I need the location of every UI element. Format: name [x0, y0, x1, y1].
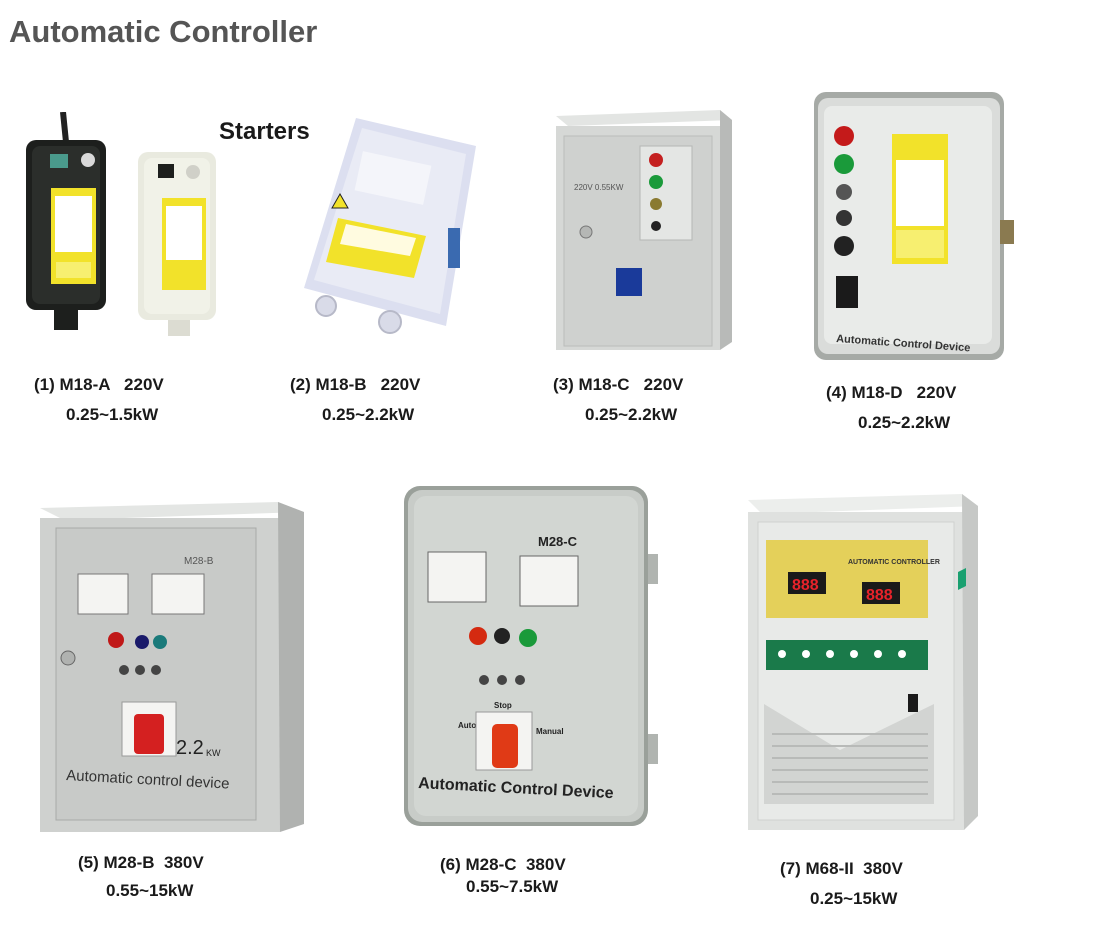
- caption-power: 0.25~1.5kW: [66, 405, 159, 424]
- caption-m18a: (1) M18-A 220V 0.25~1.5kW: [34, 374, 164, 426]
- caption-model: (7) M68-II 380V: [780, 859, 903, 878]
- caption-power: 0.25~2.2kW: [858, 413, 951, 432]
- product-image-m28c: M28-C Stop Auto Manual Automatic Control…: [404, 486, 658, 826]
- m28b-power: 2.2: [176, 737, 204, 759]
- caption-model: (4) M18-D 220V: [826, 383, 957, 402]
- caption-model: (5) M28-B 380V: [78, 853, 204, 872]
- product-image-m18a: [26, 112, 216, 336]
- caption-power: 0.25~15kW: [810, 889, 898, 908]
- product-image-m18d: Automatic Control Device: [814, 92, 1014, 360]
- m28c-switch-auto: Auto: [458, 721, 476, 730]
- caption-model: (2) M18-B 220V: [290, 375, 421, 394]
- product-image-m28b: M28-B 2.2 KW Automatic control device: [40, 502, 304, 832]
- m18c-rating: 220V 0.55KW: [574, 183, 624, 192]
- product-image-m18b: [304, 118, 476, 334]
- caption-model: (6) M28-C 380V: [440, 855, 566, 874]
- caption-power: 0.55~15kW: [106, 881, 194, 900]
- m68-display-1: 888: [792, 577, 819, 594]
- starters-label: Starters: [219, 118, 310, 145]
- caption-m18d: (4) M18-D 220V 0.25~2.2kW: [826, 382, 956, 434]
- m68-header: AUTOMATIC CONTROLLER: [848, 559, 940, 566]
- m28c-switch-stop: Stop: [494, 701, 512, 710]
- m28c-switch-manual: Manual: [536, 727, 564, 736]
- product-image-m68: AUTOMATIC CONTROLLER 888 888: [748, 494, 978, 830]
- caption-m28c: (6) M28-C 380V 0.55~7.5kW: [440, 854, 566, 898]
- caption-model: (1) M18-A 220V: [34, 375, 164, 394]
- caption-m18b: (2) M18-B 220V 0.25~2.2kW: [290, 374, 420, 426]
- caption-m68: (7) M68-II 380V 0.25~15kW: [780, 858, 903, 910]
- m28c-model: M28-C: [538, 534, 578, 549]
- caption-m28b: (5) M28-B 380V 0.55~15kW: [78, 852, 204, 902]
- caption-power: 0.55~7.5kW: [466, 877, 559, 896]
- page-title: Automatic Controller: [9, 14, 318, 49]
- m68-display-2: 888: [866, 587, 893, 604]
- caption-m18c: (3) M18-C 220V 0.25~2.2kW: [553, 374, 683, 426]
- caption-power: 0.25~2.2kW: [585, 405, 678, 424]
- m28b-model: M28-B: [184, 556, 214, 567]
- product-image-m18c: 220V 0.55KW: [556, 110, 732, 350]
- m28b-power-unit: KW: [206, 748, 221, 758]
- caption-power: 0.25~2.2kW: [322, 405, 415, 424]
- caption-model: (3) M18-C 220V: [553, 375, 684, 394]
